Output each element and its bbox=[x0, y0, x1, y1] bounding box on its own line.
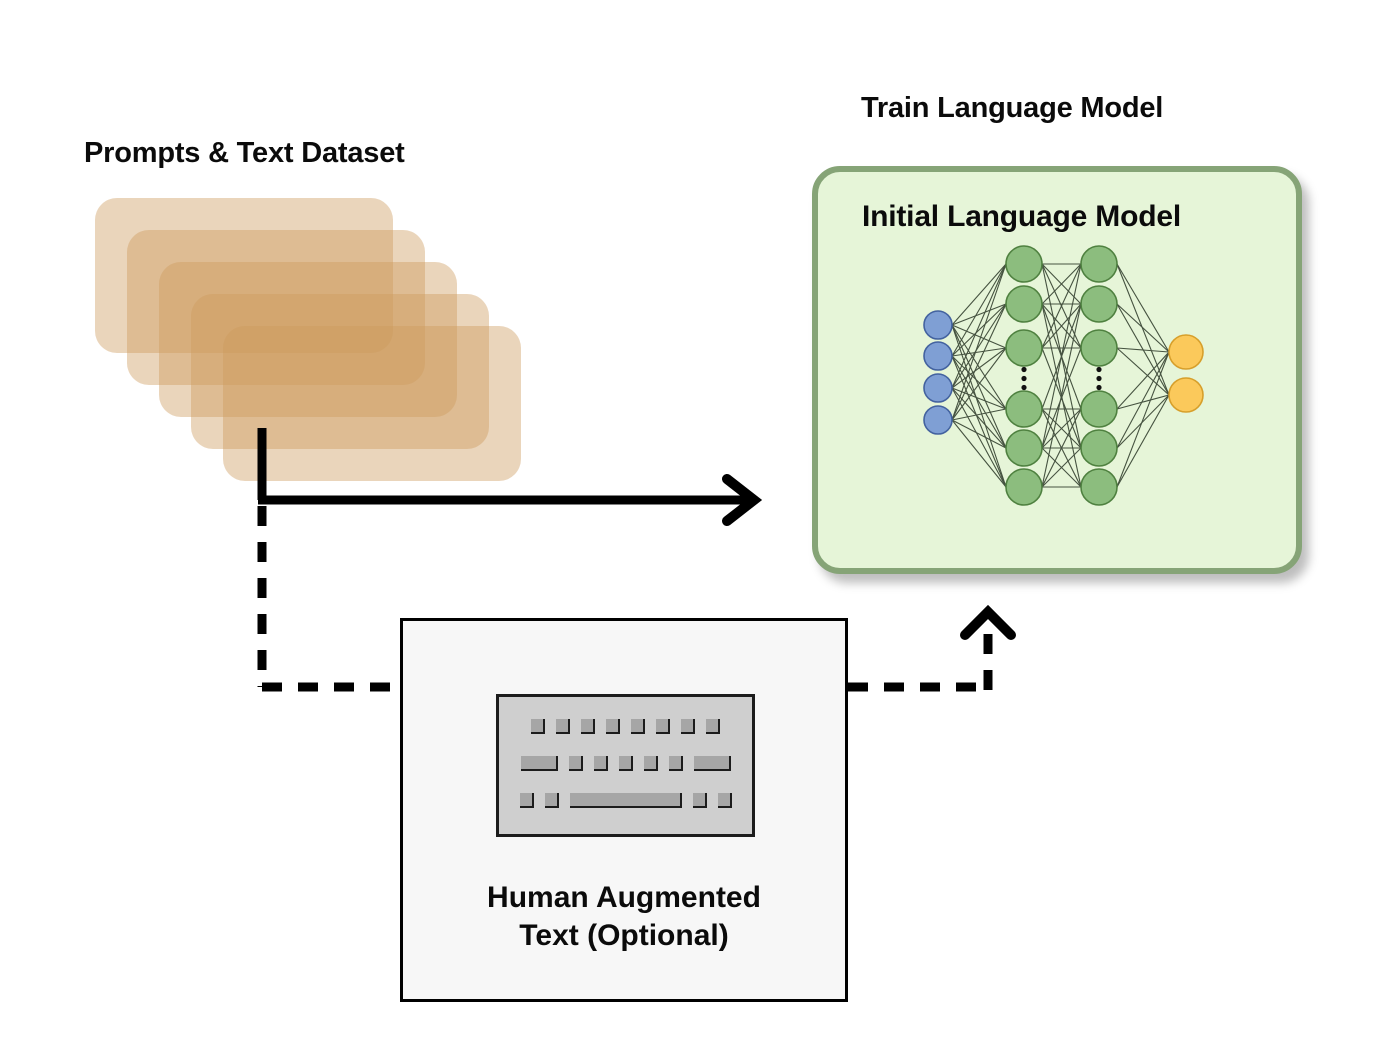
network-node bbox=[1080, 285, 1118, 323]
network-node bbox=[1168, 334, 1204, 370]
keyboard-key bbox=[556, 719, 570, 734]
keyboard-key bbox=[693, 756, 731, 771]
dataset-card bbox=[223, 326, 521, 481]
human-caption-line-1: Human Augmented bbox=[487, 881, 761, 914]
network-node bbox=[1080, 429, 1118, 467]
ellipsis-dot bbox=[1021, 366, 1027, 373]
network-node bbox=[1080, 329, 1118, 367]
keyboard-key bbox=[568, 756, 583, 771]
dataset-card-stack bbox=[95, 198, 525, 481]
human-augmented-text-caption: Human Augmented Text (Optional) bbox=[403, 879, 845, 956]
ellipsis-dot bbox=[1096, 366, 1102, 373]
keyboard-icon bbox=[496, 694, 755, 837]
network-node bbox=[1080, 390, 1118, 428]
neural-network-illustration bbox=[923, 245, 1204, 506]
keyboard-key bbox=[531, 719, 545, 734]
keyboard-key bbox=[706, 719, 720, 734]
hidden-layer-2 bbox=[1080, 245, 1118, 506]
keyboard-row bbox=[499, 719, 752, 734]
network-node bbox=[1005, 285, 1043, 323]
keyboard-key bbox=[606, 719, 620, 734]
network-node bbox=[1005, 429, 1043, 467]
network-node bbox=[923, 310, 953, 340]
dataset-title: Prompts & Text Dataset bbox=[84, 137, 405, 169]
network-node bbox=[923, 405, 953, 435]
network-node bbox=[1005, 245, 1043, 283]
keyboard-spacebar-key bbox=[569, 793, 682, 808]
keyboard-key bbox=[668, 756, 683, 771]
network-node bbox=[1080, 468, 1118, 506]
network-edges bbox=[951, 263, 1170, 488]
keyboard-key bbox=[717, 793, 732, 808]
keyboard-key bbox=[593, 756, 608, 771]
keyboard-key bbox=[544, 793, 559, 808]
dataset-to-human-dashed bbox=[257, 506, 408, 692]
initial-language-model-panel[interactable]: Initial Language Model bbox=[812, 166, 1302, 574]
dataset-card bbox=[159, 262, 457, 417]
network-node bbox=[923, 373, 953, 403]
network-node bbox=[1005, 468, 1043, 506]
ellipsis-dot bbox=[1096, 375, 1102, 382]
ellipsis-dot bbox=[1021, 375, 1027, 382]
train-language-model-title: Train Language Model bbox=[861, 92, 1164, 124]
keyboard-key bbox=[681, 719, 695, 734]
human-to-model-dashed bbox=[848, 604, 1016, 692]
hidden-layer-1 bbox=[1005, 245, 1043, 506]
keyboard-key bbox=[581, 719, 595, 734]
input-layer bbox=[923, 310, 953, 435]
keyboard-row bbox=[499, 793, 752, 808]
human-augmented-text-box[interactable]: Human Augmented Text (Optional) bbox=[400, 618, 848, 1002]
network-node bbox=[1168, 377, 1204, 413]
network-node bbox=[1005, 390, 1043, 428]
keyboard-row bbox=[499, 756, 752, 771]
network-node bbox=[1080, 245, 1118, 283]
dataset-card bbox=[127, 230, 425, 385]
network-node bbox=[1005, 329, 1043, 367]
dataset-card bbox=[191, 294, 489, 449]
network-node bbox=[923, 341, 953, 371]
dataset-card bbox=[95, 198, 393, 353]
dataset-to-model-arrow bbox=[257, 428, 763, 526]
keyboard-key bbox=[656, 719, 670, 734]
output-layer bbox=[1168, 334, 1204, 413]
initial-language-model-title: Initial Language Model bbox=[862, 200, 1181, 233]
keyboard-key bbox=[618, 756, 633, 771]
human-caption-line-2: Text (Optional) bbox=[519, 919, 729, 953]
keyboard-key bbox=[631, 719, 645, 734]
keyboard-key bbox=[692, 793, 707, 808]
keyboard-key bbox=[520, 756, 558, 771]
keyboard-key bbox=[643, 756, 658, 771]
keyboard-key bbox=[519, 793, 534, 808]
ellipsis-dot bbox=[1021, 384, 1027, 391]
ellipsis-dot bbox=[1096, 384, 1102, 391]
